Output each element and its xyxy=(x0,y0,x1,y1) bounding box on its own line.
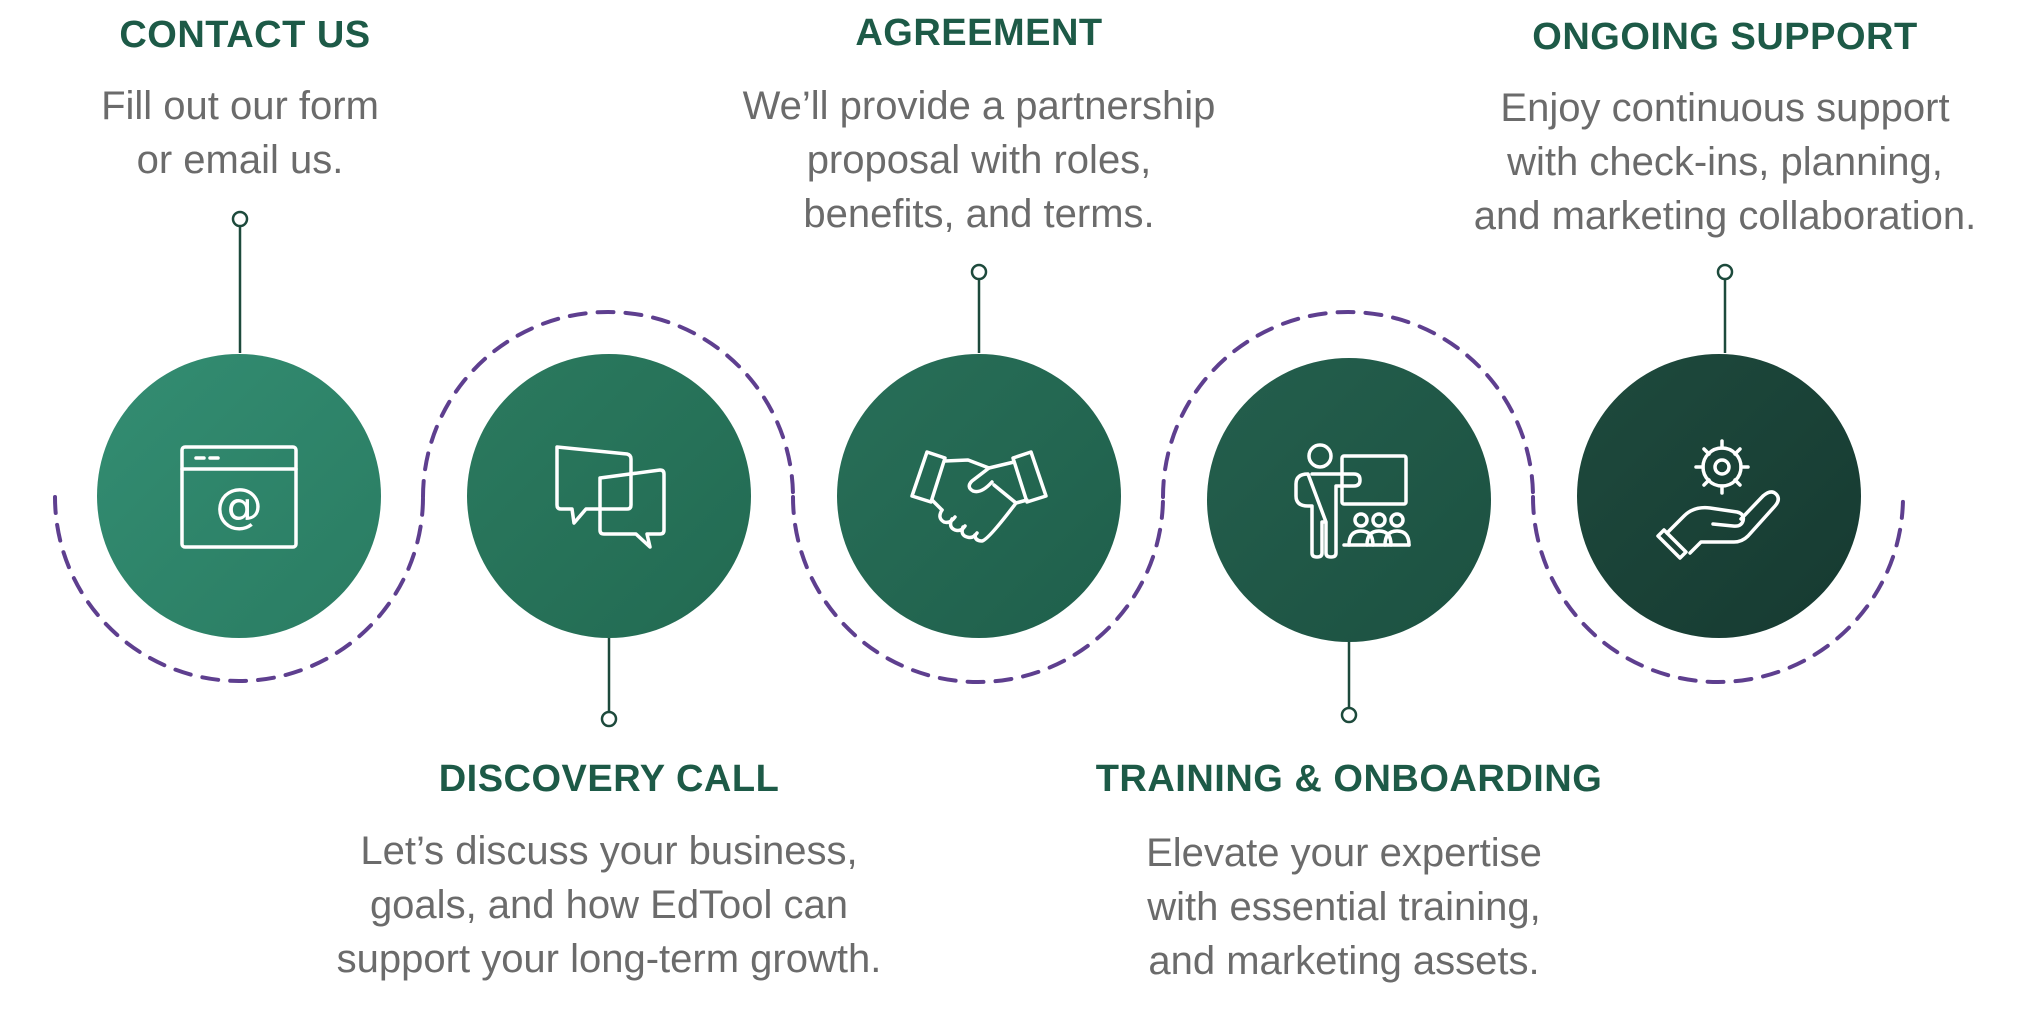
connector-dot-ongoing-support xyxy=(1716,263,1734,281)
step-desc-line: We’ll provide a partnership xyxy=(742,84,1216,128)
connector-dot-contact-us xyxy=(231,210,249,228)
step-desc-line: with check-ins, planning, xyxy=(1507,140,1943,184)
connector-dot-training xyxy=(1340,706,1358,724)
wave-arc-1 xyxy=(53,495,425,683)
step-desc-line: benefits, and terms. xyxy=(803,192,1155,236)
step-circle-ongoing-support xyxy=(1577,354,1861,638)
handshake-icon xyxy=(910,450,1048,543)
browser-at-icon: @ xyxy=(180,445,298,549)
step-desc-line: Elevate your expertise xyxy=(1146,831,1542,875)
wave-arc-3 xyxy=(791,495,1165,684)
chat-bubbles-icon xyxy=(555,445,666,549)
step-title-contact-us: CONTACT US xyxy=(119,14,371,56)
step-desc-line: with essential training, xyxy=(1147,885,1541,929)
gear-hand-icon xyxy=(1656,439,1780,560)
step-desc-line: and marketing assets. xyxy=(1148,939,1540,983)
step-desc-line: and marketing collaboration. xyxy=(1473,194,1977,238)
wave-arc-2 xyxy=(421,310,795,499)
step-title-training-onboarding: TRAINING & ONBOARDING xyxy=(1095,758,1603,800)
connector-dot-agreement xyxy=(970,263,988,281)
step-title-discovery-call: DISCOVERY CALL xyxy=(438,758,780,800)
svg-text:@: @ xyxy=(215,478,263,534)
connectors xyxy=(231,210,1734,728)
step-desc-agreement: We’ll provide a partnership proposal wit… xyxy=(743,79,1216,241)
step-title-agreement: AGREEMENT xyxy=(855,12,1103,54)
step-desc-discovery-call: Let’s discuss your business, goals, and … xyxy=(337,824,882,986)
step-desc-line: goals, and how EdTool can xyxy=(369,883,849,927)
wave-arc-4 xyxy=(1161,310,1535,499)
step-desc-line: Fill out our form xyxy=(101,84,379,128)
step-desc-training-onboarding: Elevate your expertise with essential tr… xyxy=(1146,826,1542,988)
step-desc-contact-us: Fill out our form or email us. xyxy=(101,79,379,187)
step-title-ongoing-support: ONGOING SUPPORT xyxy=(1532,16,1918,58)
step-desc-line: or email us. xyxy=(136,138,344,182)
step-circle-training xyxy=(1207,358,1491,642)
step-circle-contact-us xyxy=(97,354,381,638)
step-circle-agreement xyxy=(837,354,1121,638)
step-desc-line: proposal with roles, xyxy=(806,138,1152,182)
step-circle-discovery-call xyxy=(467,354,751,638)
step-desc-line: support your long-term growth. xyxy=(336,937,882,981)
wave-arc-5 xyxy=(1531,495,1905,684)
presentation-icon xyxy=(1294,443,1411,559)
step-desc-ongoing-support: Enjoy continuous support with check-ins,… xyxy=(1474,81,1977,243)
step-desc-line: Enjoy continuous support xyxy=(1500,86,1950,130)
dashed-wave xyxy=(53,310,1905,684)
step-desc-line: Let’s discuss your business, xyxy=(360,829,858,873)
connector-dot-discovery-call xyxy=(600,710,618,728)
